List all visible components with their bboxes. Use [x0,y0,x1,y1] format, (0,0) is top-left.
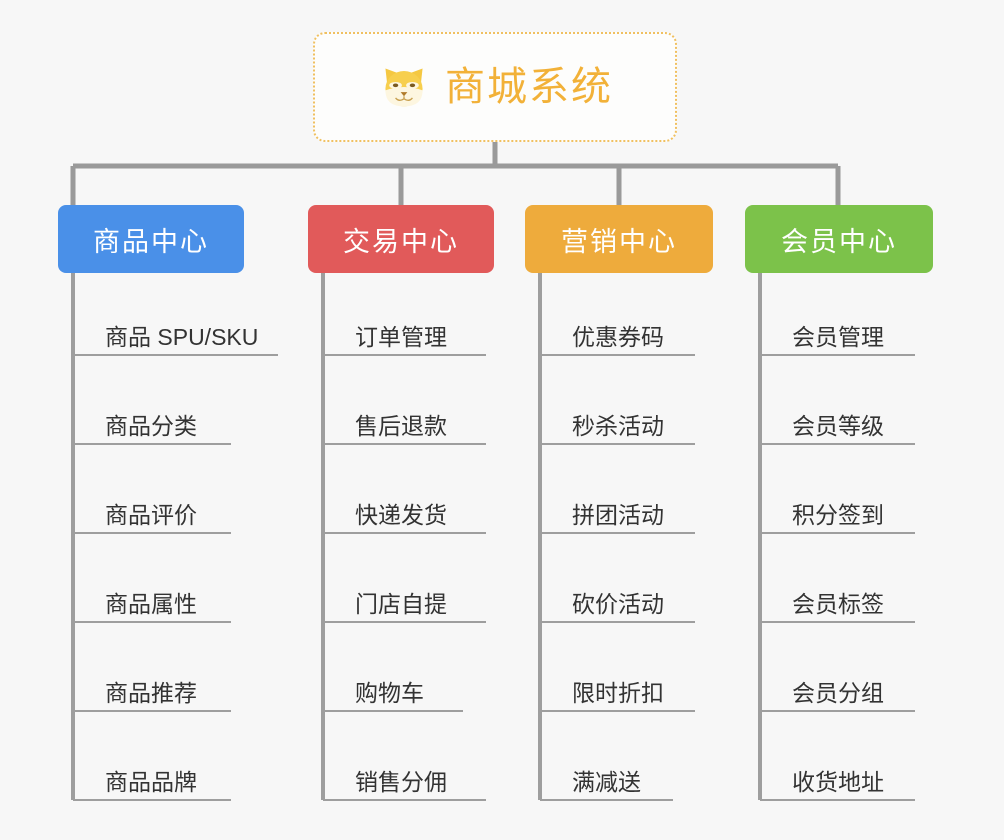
category-box-2[interactable]: 交易中心 [308,205,494,273]
leaf-item[interactable]: 商品分类 [73,402,231,445]
leaf-item[interactable]: 订单管理 [323,313,486,356]
leaf-item[interactable]: 商品评价 [73,491,231,534]
leaf-item[interactable]: 商品 SPU/SKU [73,313,278,356]
shiba-dog-face-icon [377,60,431,114]
leaf-label: 商品分类 [105,412,197,439]
leaf-label: 拼团活动 [572,501,664,528]
leaf-label: 商品推荐 [105,679,197,706]
leaf-item[interactable]: 拼团活动 [540,491,695,534]
category-box-4[interactable]: 会员中心 [745,205,933,273]
leaf-label: 商品属性 [105,590,197,617]
leaf-item[interactable]: 商品属性 [73,580,231,623]
leaf-label: 会员管理 [792,323,884,350]
leaf-item[interactable]: 售后退款 [323,402,486,445]
leaf-item[interactable]: 砍价活动 [540,580,695,623]
leaf-item[interactable]: 会员分组 [760,669,915,712]
leaf-item[interactable]: 限时折扣 [540,669,695,712]
leaf-item[interactable]: 销售分佣 [323,758,486,801]
leaf-item[interactable]: 快递发货 [323,491,486,534]
leaf-item[interactable]: 会员标签 [760,580,915,623]
leaf-label: 购物车 [355,679,424,706]
leaf-label: 快递发货 [355,501,447,528]
leaf-label: 会员标签 [792,590,884,617]
leaf-label: 售后退款 [355,412,447,439]
root-node[interactable]: 商城系统 [313,32,677,142]
leaf-item[interactable]: 会员等级 [760,402,915,445]
category-label: 交易中心 [343,226,459,257]
leaf-label: 商品 SPU/SKU [105,323,259,350]
category-box-3[interactable]: 营销中心 [525,205,713,273]
root-title: 商城系统 [445,65,613,109]
leaf-label: 满减送 [572,768,641,795]
leaf-label: 积分签到 [792,501,884,528]
leaf-label: 会员等级 [792,412,884,439]
leaf-label: 限时折扣 [572,679,664,706]
category-box-1[interactable]: 商品中心 [58,205,244,273]
leaf-item[interactable]: 会员管理 [760,313,915,356]
category-label: 商品中心 [93,226,209,257]
leaf-label: 秒杀活动 [572,412,664,439]
leaf-label: 优惠券码 [572,323,664,350]
leaf-item[interactable]: 积分签到 [760,491,915,534]
leaf-label: 砍价活动 [572,590,664,617]
leaf-item[interactable]: 门店自提 [323,580,486,623]
leaf-label: 门店自提 [355,590,447,617]
leaf-item[interactable]: 满减送 [540,758,673,801]
leaf-label: 销售分佣 [355,768,447,795]
leaf-item[interactable]: 秒杀活动 [540,402,695,445]
leaf-item[interactable]: 优惠券码 [540,313,695,356]
category-label: 会员中心 [781,226,897,257]
leaf-label: 收货地址 [792,768,884,795]
leaf-label: 商品品牌 [105,768,197,795]
leaf-label: 订单管理 [355,323,447,350]
leaf-label: 商品评价 [105,501,197,528]
leaf-item[interactable]: 购物车 [323,669,463,712]
leaf-item[interactable]: 收货地址 [760,758,915,801]
leaf-item[interactable]: 商品推荐 [73,669,231,712]
leaf-label: 会员分组 [792,679,884,706]
leaf-item[interactable]: 商品品牌 [73,758,231,801]
category-label: 营销中心 [561,226,677,257]
